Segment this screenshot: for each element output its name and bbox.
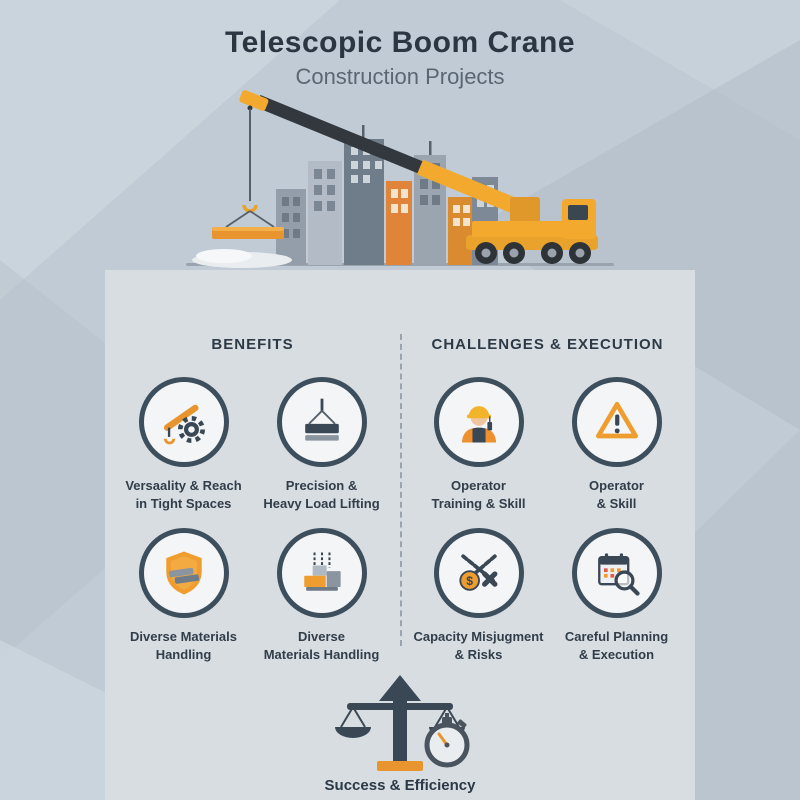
svg-text:$: $ [466,574,473,588]
warning-triangle-icon [571,377,662,467]
balance-beam [347,703,453,710]
benefit-item-materials-2: Diverse Materials Handling [253,528,391,663]
challenges-header: CHALLENGES & EXECUTION [431,336,664,353]
benefit-item-materials: Diverse Materials Handling [115,528,253,663]
footer-section: Success & Efficiency [105,673,695,794]
item-label: Careful Planning & Execution [564,629,669,662]
challenges-grid: Operator Training & Skill Operator & Ski… [410,377,686,663]
up-arrow-icon [379,675,421,701]
item-label: Diverse Materials Handling [130,629,237,662]
challenge-item-operator: Operator Training & Skill [410,377,548,512]
calendar-magnifier-icon [571,528,662,619]
balance-strings [340,706,460,728]
arrow-base [377,761,423,771]
challenge-item-capacity: $ Capacity Misjugment & Risks [410,528,548,663]
challenge-item-planning: Careful Planning & Execution [548,528,686,663]
footer-label: Success & Efficiency [324,777,476,794]
benefits-column: BENEFITS [105,270,400,800]
balance-pan-left [335,727,371,738]
crane-gear-icon [138,377,229,467]
item-label: Operator Training & Skill [431,478,526,511]
benefits-grid: Versaality & Reach in Tight Spaces [115,377,391,663]
operator-icon [433,377,524,467]
column-divider [400,334,402,646]
stopwatch-icon [424,713,470,768]
page-subtitle: Construction Projects [295,64,505,89]
item-label: Capacity Misjugment & Risks [413,629,544,662]
challenge-item-warning: Operator & Skill [548,377,686,512]
item-label: Precision & Heavy Load Lifting [263,478,380,511]
crane-truck [466,197,598,264]
challenges-column: CHALLENGES & EXECUTION [400,270,695,800]
city-skyline [276,125,498,265]
shield-materials-icon [138,528,229,619]
item-label: Versaality & Reach in Tight Spaces [125,478,242,511]
chain-blocks-icon [276,528,367,619]
header: Telescopic Boom Crane Construction Proje… [0,26,800,90]
page-title: Telescopic Boom Crane [224,26,576,59]
hook-and-load [212,109,284,239]
benefit-item-versatility: Versaality & Reach in Tight Spaces [115,377,253,512]
item-label: Operator & Skill [589,478,644,511]
chain-dollar-icon: $ [433,528,524,619]
success-illustration [335,675,470,771]
hook-load-icon [276,377,367,467]
material-pile [192,249,292,268]
benefit-item-precision: Precision & Heavy Load Lifting [253,377,391,512]
benefits-header: BENEFITS [211,336,294,353]
crane-city-illustration [186,90,614,268]
item-label: Diverse Materials Handling [263,629,380,662]
content-panel: BENEFITS [105,270,695,800]
